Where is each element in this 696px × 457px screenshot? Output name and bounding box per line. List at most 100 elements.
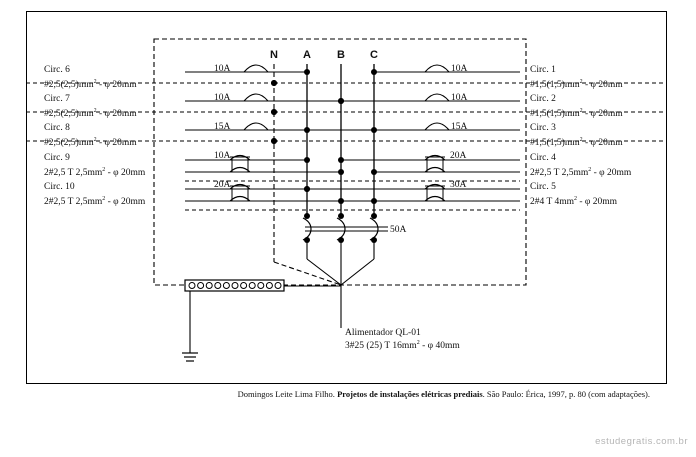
left-circuit-5-name: Circ. 10 [44,182,75,192]
left-circuit-2-conduit: - φ 20mm [97,109,138,119]
left-circuit-4-breaker-pole-2 [229,166,251,173]
left-circuit-5-spec: 2#2,5 T 2,5mm2 - φ 20mm [44,196,146,207]
right-circuit-3-name: Circ. 3 [530,123,556,133]
right-circuit-5-tap-1 [304,186,310,192]
ground-terminal [231,282,239,289]
right-circuit-5-breaker-rating: 30A [450,180,467,190]
feeder-cable-sup: 2 [417,340,420,346]
right-circuit-1-breaker [424,64,450,73]
right-circuit-4-conduit: - φ 20mm [591,168,632,178]
circuit-rows: 10A Circ. 6 #2,5(2,5)mm2 - φ 20mm 10A Circ. … [26,64,666,211]
figure-frame [26,11,667,384]
left-circuit-4-cable: 2#2,5 T 2,5mm [44,168,103,178]
right-circuit-5-conduit: - φ 20mm [577,197,618,207]
left-circuit-5: 20A Circ. 10 2#2,5 T 2,5mm2 - φ 20mm [44,180,377,211]
right-circuit-5-sup: 2 [574,196,577,202]
right-circuit-5-cable: 2#4 T 4mm [530,197,575,207]
left-circuit-5-conduit: - φ 20mm [105,197,146,207]
right-circuit-4-breaker-rating: 20A [450,151,467,161]
left-circuit-1-breaker-rating: 10A [214,64,231,74]
left-circuit-4-spec: 2#2,5 T 2,5mm2 - φ 20mm [44,167,146,178]
ground-terminal [222,282,230,289]
feeder-conduit: - φ 40mm [420,341,461,351]
right-circuit-4-name: Circ. 4 [530,153,556,163]
phase-label-a: A [303,49,311,61]
right-circuit-4-sup: 2 [588,167,591,173]
left-circuit-4-tap-1 [304,157,310,163]
right-circuit-3-cable: #1,5(1,5)mm [530,137,580,148]
main-breaker [302,213,388,243]
ground-bus-bar [184,279,285,292]
main-breaker-rating: 50A [390,225,407,235]
ground-terminal [265,282,273,289]
right-circuit-4-cable: 2#2,5 T 2,5mm [530,168,589,178]
left-circuit-1-conduit: - φ 20mm [97,80,138,90]
left-circuit-1-sup: 2 [94,79,97,85]
right-circuit-5-breaker-pole-1 [424,183,446,190]
right-circuit-5-tap-2 [338,198,344,204]
left-circuit-5-breaker-pole-2 [229,195,251,202]
ground-icon [182,291,198,362]
ground-terminal [240,282,248,289]
right-circuit-4-tap-2 [371,169,377,175]
right-circuit-3-breaker-rating: 15A [451,122,468,132]
left-circuit-5-breaker-rating: 20A [214,180,231,190]
right-circuit-2-breaker-rating: 10A [451,93,468,103]
right-circuit-2-breaker [424,93,450,102]
left-circuit-1-tap [304,69,310,75]
right-circuit-1-name: Circ. 1 [530,65,556,75]
left-circuit-4-name: Circ. 9 [44,153,70,163]
right-circuit-2-neutral-tap [271,109,277,115]
left-circuit-4-sup: 2 [102,167,105,173]
right-circuit-1-sup: 2 [580,79,583,85]
right-circuit-5-breaker-pole-2 [424,195,446,202]
ground-terminal [257,282,265,289]
left-circuit-3-sup: 2 [94,137,97,143]
ground-terminal [248,282,256,289]
caption-author: Domingos Leite Lima Filho. [238,389,337,399]
caption-title: Projetos de instalações elétricas predia… [337,389,483,399]
right-circuit-4: 20A Circ. 4 2#2,5 T 2,5mm2 - φ 20mm [274,151,632,182]
left-circuit-4-breaker-pole-1 [229,154,251,161]
left-circuit-3-spec: #2,5(2,5)mm2 - φ 20mm [44,137,137,148]
feeder-spec: 3#25 (25) T 16mm2 - φ 40mm [345,340,460,351]
left-circuit-3-breaker [243,122,269,131]
feeder-cable: 3#25 (25) T 16mm [345,340,417,351]
ground-terminal [197,282,205,289]
right-circuit-3-tap [304,127,310,133]
left-circuit-2-breaker [243,93,269,102]
right-circuit-2-cable: #1,5(1,5)mm [530,108,580,119]
right-circuit-3-conduit: - φ 20mm [583,138,624,148]
right-circuit-5-spec: 2#4 T 4mm2 - φ 20mm [530,196,618,207]
left-circuit-4-conduit: - φ 20mm [105,168,146,178]
left-circuit-2-name: Circ. 7 [44,94,70,104]
left-circuit-4-breaker-rating: 10A [214,151,231,161]
ground-terminal [188,282,196,289]
right-circuit-3-neutral-tap [271,138,277,144]
right-circuit-4-spec: 2#2,5 T 2,5mm2 - φ 20mm [530,167,632,178]
right-circuit-2-tap [338,98,344,104]
left-circuit-2-sup: 2 [94,108,97,114]
right-circuit-1-tap [371,69,377,75]
watermark: estudegratis.com.br [595,436,688,447]
source-caption: Domingos Leite Lima Filho. Projetos de i… [238,389,650,399]
right-circuit-1-spec: #1,5(1,5)mm2 - φ 20mm [530,79,623,90]
left-circuit-3-breaker-rating: 15A [214,122,231,132]
left-circuit-4-tap-2 [338,169,344,175]
left-circuit-1-name: Circ. 6 [44,65,70,75]
left-circuit-5-cable: 2#2,5 T 2,5mm [44,197,103,207]
right-circuit-2-sup: 2 [580,108,583,114]
left-circuit-2-breaker-rating: 10A [214,93,231,103]
feeder-name: Alimentador QL-01 [345,328,421,338]
right-circuit-1-breaker-rating: 10A [451,64,468,74]
right-circuit-2-spec: #1,5(1,5)mm2 - φ 20mm [530,108,623,119]
left-circuit-4: 10A Circ. 9 2#2,5 T 2,5mm2 - φ 20mm [44,151,344,182]
phase-label-c: C [370,49,378,61]
right-circuit-1-conduit: - φ 20mm [583,80,624,90]
